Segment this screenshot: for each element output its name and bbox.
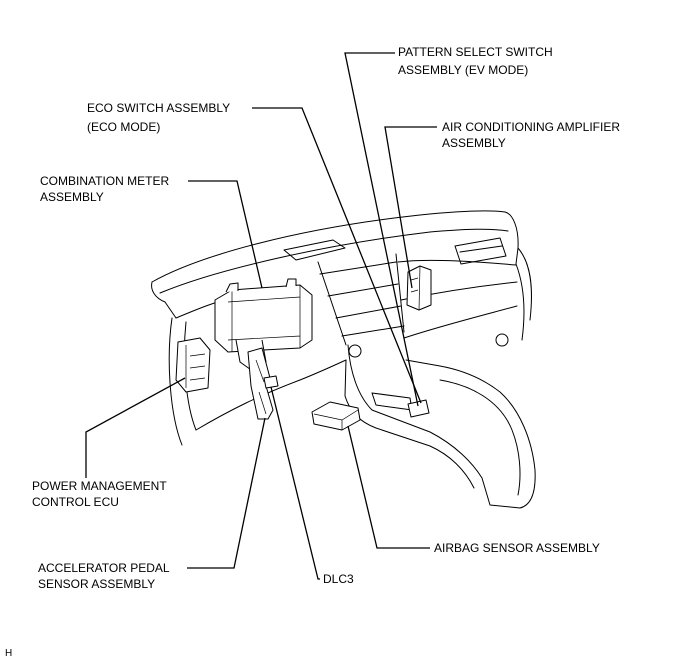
power-management-ecu-part <box>175 337 211 393</box>
left-vent-knob <box>348 344 362 358</box>
label-line: ASSEMBLY <box>40 190 104 204</box>
label-pattern-select: PATTERN SELECT SWITCH ASSEMBLY (EV MODE) <box>398 45 553 77</box>
dlc3-connector <box>263 375 279 389</box>
label-power-management: POWER MANAGEMENT CONTROL ECU <box>32 479 167 509</box>
leader-power-management <box>85 377 186 478</box>
leader-pattern-select <box>344 52 419 407</box>
label-airbag-sensor: AIRBAG SENSOR ASSEMBLY <box>434 541 600 555</box>
dash-right-cap <box>504 211 519 265</box>
right-vent <box>454 237 507 265</box>
leader-dlc3 <box>270 386 320 580</box>
dashboard-drawing <box>151 210 536 509</box>
console-cupholder <box>371 392 413 411</box>
leader-airbag-sensor <box>347 425 430 549</box>
label-dlc3: DLC3 <box>323 572 354 586</box>
combination-meter-part <box>214 278 313 353</box>
label-line: ACCELERATOR PEDAL <box>38 561 170 575</box>
label-line: (ECO MODE) <box>87 120 160 134</box>
leader-eco-switch <box>252 107 422 404</box>
center-stack <box>317 253 405 346</box>
label-line: CONTROL ECU <box>32 495 119 509</box>
console-armrest <box>439 379 521 496</box>
center-top-vent <box>283 239 346 261</box>
dash-left-end <box>151 281 177 319</box>
leader-accelerator-pedal <box>187 417 266 569</box>
label-accelerator-pedal: ACCELERATOR PEDAL SENSOR ASSEMBLY <box>38 561 170 591</box>
leader-ac-amplifier <box>384 126 437 289</box>
dash-top-edge <box>151 210 506 283</box>
label-line: AIR CONDITIONING AMPLIFIER <box>442 120 620 134</box>
label-line: SENSOR ASSEMBLY <box>38 577 155 591</box>
figure-code: H <box>5 648 12 659</box>
label-line: ASSEMBLY <box>442 136 506 150</box>
label-line: AIRBAG SENSOR ASSEMBLY <box>434 541 600 555</box>
ac-amplifier-part <box>406 265 432 311</box>
label-line: PATTERN SELECT SWITCH <box>398 45 553 59</box>
label-line: DLC3 <box>323 572 354 586</box>
label-eco-switch: ECO SWITCH ASSEMBLY (ECO MODE) <box>87 101 230 134</box>
center-console <box>347 344 536 509</box>
label-ac-amplifier: AIR CONDITIONING AMPLIFIER ASSEMBLY <box>442 120 620 150</box>
console-lower-edge <box>344 359 475 489</box>
label-line: ECO SWITCH ASSEMBLY <box>87 101 230 115</box>
right-door <box>515 247 532 341</box>
label-line: COMBINATION METER <box>40 174 169 188</box>
label-line: POWER MANAGEMENT <box>32 479 167 493</box>
right-vent-knob <box>495 333 509 347</box>
label-line: ASSEMBLY (EV MODE) <box>398 63 528 77</box>
airbag-sensor-part <box>311 401 361 431</box>
leader-combination-meter <box>188 180 263 289</box>
leader-lines <box>85 52 437 580</box>
dash-defroster-edge <box>159 228 509 294</box>
accelerator-pedal-part <box>247 347 274 420</box>
label-combination-meter: COMBINATION METER ASSEMBLY <box>40 174 169 204</box>
